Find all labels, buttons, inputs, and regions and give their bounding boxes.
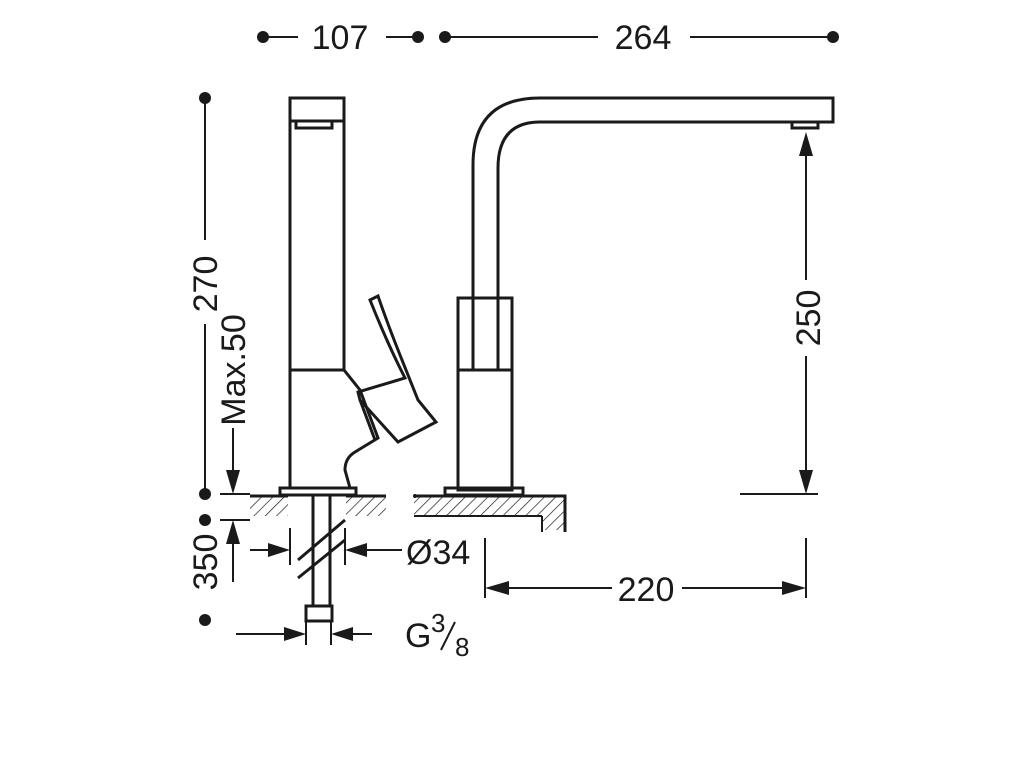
faucet-front-view (413, 96, 835, 532)
thread-numerator-label: 3 (431, 608, 445, 638)
dimension-270: 270 (187, 92, 225, 500)
thread-denominator-label: 8 (455, 632, 469, 662)
dimension-max50-label: Max.50 (215, 314, 253, 426)
dimension-107-label: 107 (312, 19, 369, 57)
dimension-diameter-label: Ø34 (406, 534, 470, 572)
dimension-350: 350 (187, 514, 250, 626)
dimension-250: 250 (740, 132, 828, 495)
dimension-250-label: 250 (790, 290, 828, 347)
dimension-max50: Max.50 (215, 314, 253, 495)
dimension-107: 107 (257, 19, 424, 57)
thread-main-label: G (405, 617, 431, 655)
dimension-220-label: 220 (618, 571, 675, 609)
dimension-270-label: 270 (187, 256, 225, 313)
dimension-220: 220 (484, 538, 807, 609)
dimension-thread: G 3 8 (236, 608, 469, 662)
dimension-350-label: 350 (187, 534, 225, 591)
dimension-264-label: 264 (615, 19, 672, 57)
dimension-264: 264 (439, 19, 839, 57)
faucet-side-view (250, 96, 439, 623)
dimension-diameter-34: Ø34 (250, 528, 470, 572)
